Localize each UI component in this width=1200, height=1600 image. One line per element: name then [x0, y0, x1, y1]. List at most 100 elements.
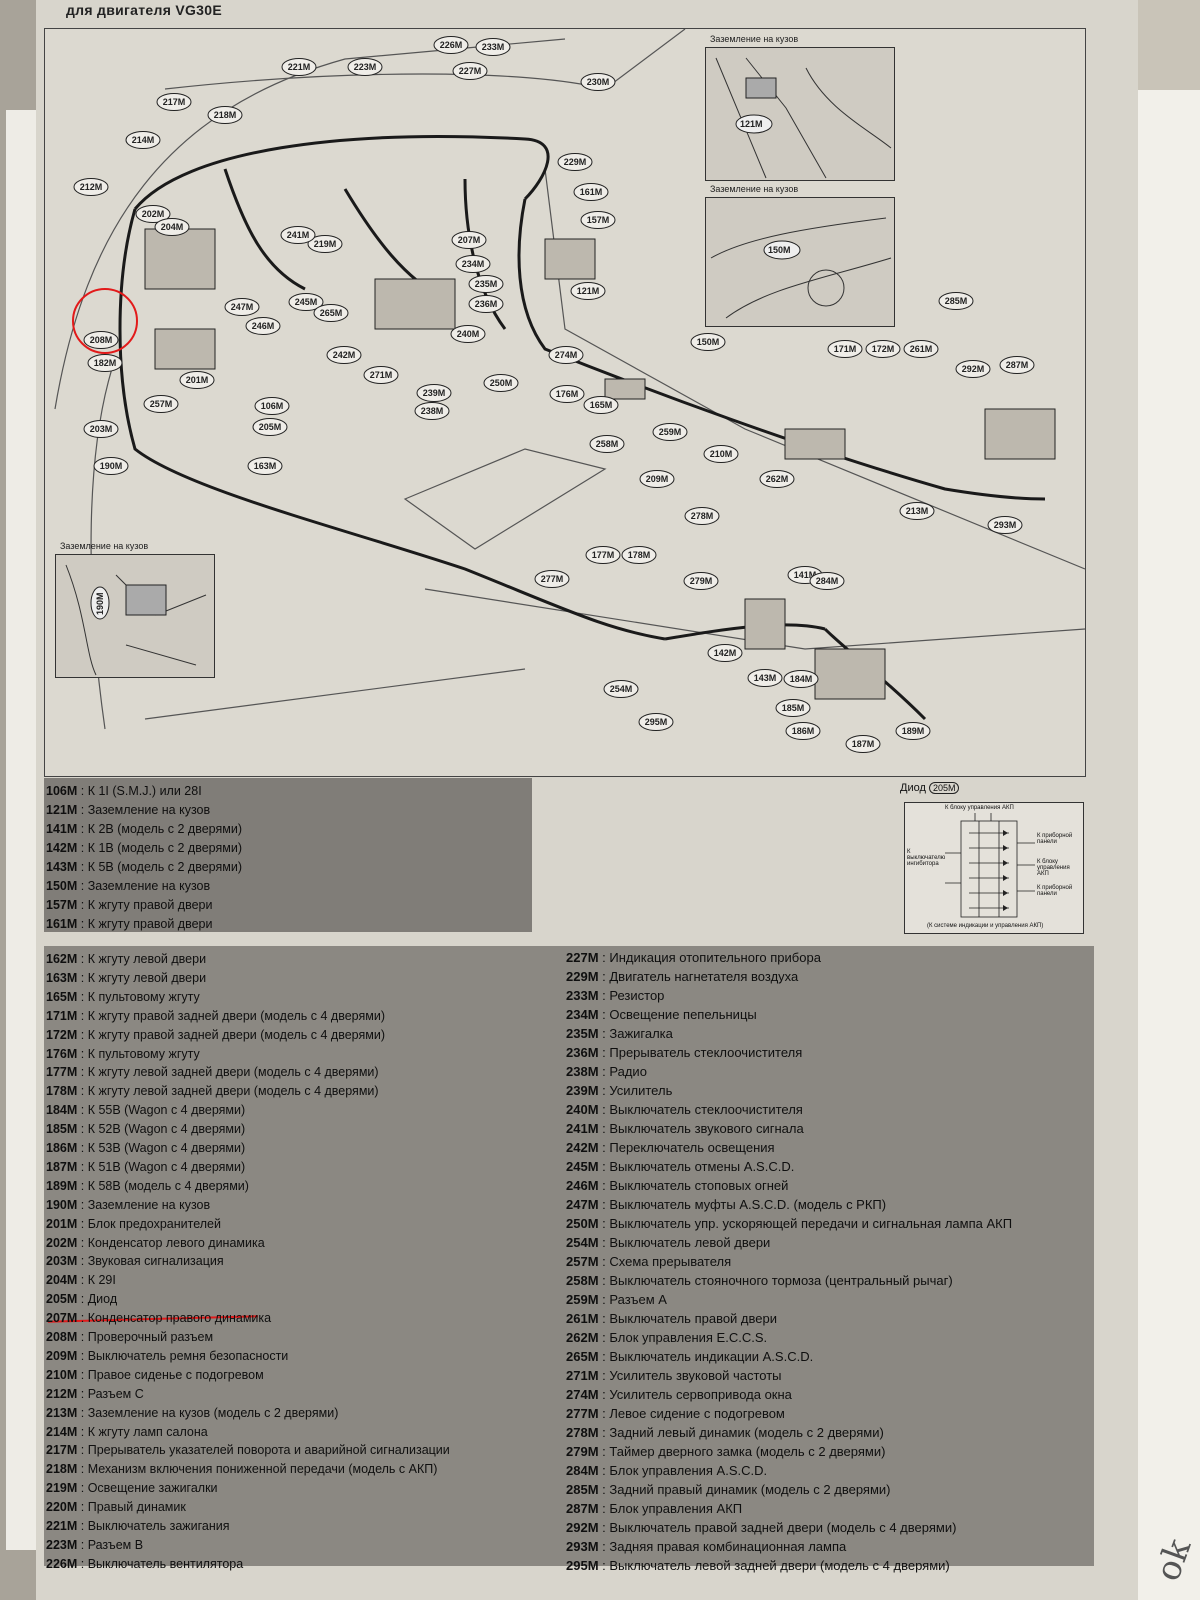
legend-text: Левое сидение с подогревом — [609, 1406, 785, 1421]
connector-label: 161M — [580, 187, 603, 197]
legend-row: 239M : Усилитель — [566, 1083, 672, 1098]
legend-text: К жгуту левой двери — [87, 952, 207, 966]
connector-oval — [475, 38, 511, 56]
connector-label: 143M — [754, 673, 777, 683]
legend-separator: : — [77, 1519, 88, 1533]
legend-code: 227M — [566, 950, 599, 965]
legend-code: 121M — [46, 803, 78, 817]
legend-text: Индикация отопительного прибора — [609, 950, 821, 965]
connector-143M: 143M — [747, 669, 783, 687]
connector-oval — [83, 331, 119, 349]
legend-text: Радио — [609, 1064, 647, 1079]
connector-212M: 212M — [73, 178, 109, 196]
legend-row: 204M : К 29I — [46, 1273, 116, 1287]
connector-oval — [433, 36, 469, 54]
legend-text: К жгуту ламп салона — [87, 1424, 208, 1439]
wiring-diagram: 106M121M121M141M142M143M150M150M157M161M… — [44, 28, 1086, 777]
connector-oval — [455, 255, 491, 273]
legend-text: Блок предохранителей — [87, 1216, 221, 1231]
connector-label: 106M — [261, 401, 284, 411]
legend-row: 172M : К жгуту правой задней двери (моде… — [46, 1028, 385, 1042]
connector-oval — [621, 546, 657, 564]
legend-code: 271M — [566, 1368, 599, 1383]
legend-text: Выключатель стоповых огней — [609, 1178, 789, 1193]
legend-row: 213M : Заземление на кузов (модель с 2 д… — [46, 1406, 338, 1420]
legend-code: 247M — [566, 1197, 599, 1212]
connector-246M: 246M — [245, 317, 281, 335]
connector-242M: 242M — [326, 346, 362, 364]
legend-code: 239M — [566, 1083, 599, 1098]
legend-separator: : — [598, 1045, 610, 1060]
legend-code: 218M — [46, 1462, 78, 1477]
legend-text: К жгуту левой задней двери (модель с 4 д… — [87, 1065, 379, 1080]
legend-code: 279M — [566, 1444, 599, 1459]
connector-258M: 258M — [589, 435, 625, 453]
connector-oval — [684, 507, 720, 525]
connector-oval — [583, 396, 619, 414]
legend-text: Выключатель звукового сигнала — [609, 1121, 804, 1136]
legend-separator: : — [598, 1007, 610, 1022]
connector-label: 202M — [142, 209, 165, 219]
connector-239M: 239M — [416, 384, 452, 402]
connector-label: 239M — [423, 388, 446, 398]
legend-code: 226M — [46, 1556, 78, 1571]
legend-row: 254M : Выключатель левой двери — [566, 1235, 770, 1250]
legend-text: Выключатель ремня безопасности — [87, 1348, 289, 1363]
connector-234M: 234M — [455, 255, 491, 273]
connector-oval — [580, 73, 616, 91]
legend-row: 261M : Выключатель правой двери — [566, 1311, 777, 1326]
legend-row: 229M : Двигатель нагнетателя воздуха — [566, 969, 798, 984]
legend-code: 257M — [566, 1254, 599, 1269]
connector-oval — [313, 304, 349, 322]
legend-separator: : — [598, 1235, 610, 1250]
connector-oval — [224, 298, 260, 316]
legend-separator: : — [598, 1064, 610, 1079]
legend-code: 213M — [46, 1405, 78, 1420]
connector-250M: 250M — [483, 374, 519, 392]
connector-208M: 208M — [83, 331, 119, 349]
legend-separator: : — [77, 917, 88, 931]
connector-187M: 187M — [845, 735, 881, 753]
legend-separator: : — [77, 1500, 88, 1515]
connector-oval — [652, 423, 688, 441]
legend-row: 259M : Разъем А — [566, 1292, 667, 1307]
legend-text: Проверочный разъем — [87, 1330, 214, 1344]
connector-182M: 182M — [87, 354, 123, 372]
connector-oval — [775, 699, 811, 717]
legend-separator: : — [598, 1501, 610, 1516]
legend-code: 210M — [46, 1367, 78, 1382]
legend-separator: : — [77, 1084, 88, 1099]
legend-code: 284M — [566, 1463, 599, 1478]
connector-204M: 204M — [154, 218, 190, 236]
connector-oval — [73, 178, 109, 196]
connector-label: 190M — [95, 592, 105, 615]
connector-oval — [414, 402, 450, 420]
legend-code: 186M — [46, 1141, 78, 1155]
legend-row: 190M : Заземление на кузов — [46, 1198, 210, 1212]
legend-row: 223M : Разъем В — [46, 1538, 143, 1552]
connector-label: 229M — [564, 157, 587, 167]
legend-separator: : — [77, 1235, 88, 1250]
legend-separator: : — [598, 1463, 610, 1478]
connector-186M: 186M — [785, 722, 821, 740]
connector-235M: 235M — [468, 275, 504, 293]
legend-separator: : — [77, 1556, 88, 1571]
legend-text: Выключатель стояночного тормоза (централ… — [609, 1273, 953, 1288]
legend-separator: : — [598, 1121, 610, 1136]
legend-code: 261M — [566, 1311, 599, 1326]
legend-row: 201M : Блок предохранителей — [46, 1217, 221, 1231]
legend-separator: : — [77, 803, 88, 817]
connector-oval — [580, 211, 616, 229]
connector-oval — [179, 371, 215, 389]
inset-ground-1-svg: 121M — [715, 57, 892, 179]
legend-code: 259M — [566, 1292, 599, 1307]
connector-label: 163M — [254, 461, 277, 471]
legend-separator: : — [598, 1273, 610, 1288]
legend-text: Выключатель индикации A.S.C.D. — [609, 1349, 814, 1364]
legend-separator: : — [77, 1443, 88, 1458]
legend-row: 271M : Усилитель звуковой частоты — [566, 1368, 782, 1383]
legend-separator: : — [77, 1103, 88, 1118]
legend-text: Разъем В — [87, 1537, 144, 1552]
connector-label: 292M — [962, 364, 985, 374]
connector-label: 176M — [556, 389, 579, 399]
